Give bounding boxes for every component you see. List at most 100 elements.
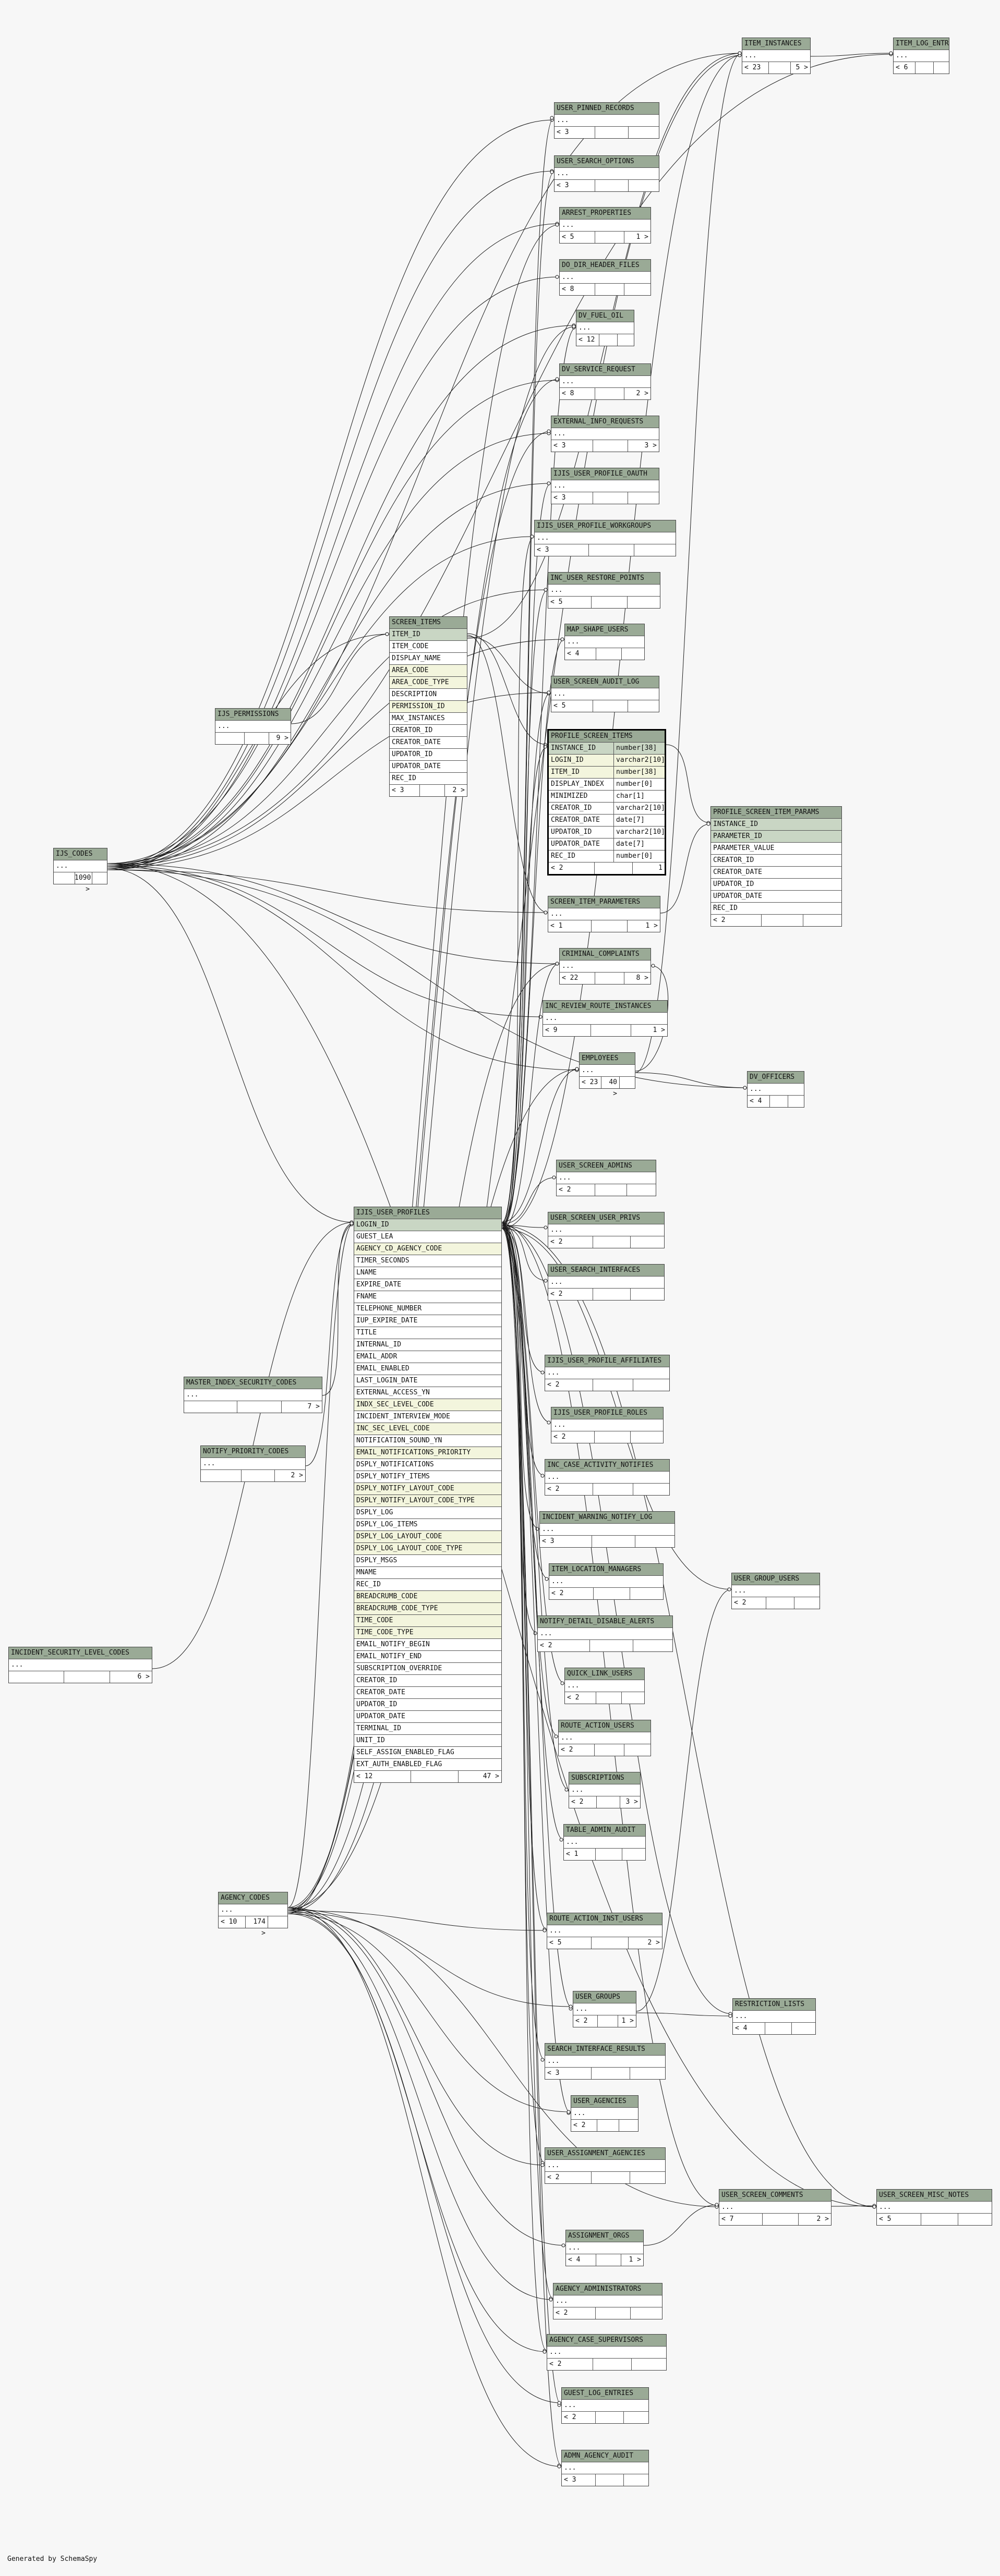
table-title[interactable]: DV_OFFICERS xyxy=(748,1072,804,1083)
table-user-group-users[interactable]: USER_GROUP_USERS...< 2 xyxy=(731,1573,820,1609)
table-agency-administrators[interactable]: AGENCY_ADMINISTRATORS...< 2 xyxy=(553,2283,662,2319)
table-title[interactable]: AGENCY_ADMINISTRATORS xyxy=(553,2283,662,2295)
table-title[interactable]: SUBSCRIPTIONS xyxy=(569,1772,640,1784)
table-restriction-lists[interactable]: RESTRICTION_LISTS...< 4 xyxy=(732,1998,816,2035)
table-item-log-entries[interactable]: ITEM_LOG_ENTRIES...< 6 xyxy=(893,38,949,74)
table-notify-detail-disable-alerts[interactable]: NOTIFY_DETAIL_DISABLE_ALERTS...< 2 xyxy=(537,1615,673,1652)
table-dv-fuel-oil[interactable]: DV_FUEL_OIL...< 12 xyxy=(576,310,634,346)
table-title[interactable]: DO_DIR_HEADER_FILES xyxy=(560,260,650,271)
table-ijs-permissions[interactable]: IJS_PERMISSIONS...9 > xyxy=(215,708,291,745)
table-title[interactable]: USER_GROUP_USERS xyxy=(732,1573,820,1585)
table-incident-security-level-codes[interactable]: INCIDENT_SECURITY_LEVEL_CODES...6 > xyxy=(8,1647,152,1683)
table-incident-warning-notify-log[interactable]: INCIDENT_WARNING_NOTIFY_LOG...< 3 xyxy=(539,1511,675,1548)
table-user-agencies[interactable]: USER_AGENCIES...< 2 xyxy=(571,2095,638,2132)
table-title[interactable]: INC_USER_RESTORE_POINTS xyxy=(548,573,660,584)
table-title[interactable]: MAP_SHAPE_USERS xyxy=(565,624,644,636)
table-title[interactable]: NOTIFY_DETAIL_DISABLE_ALERTS xyxy=(538,1616,672,1627)
table-guest-log-entries[interactable]: GUEST_LOG_ENTRIES...< 2 xyxy=(561,2387,649,2424)
table-title[interactable]: IJIS_USER_PROFILE_WORKGROUPS xyxy=(535,520,676,532)
table-title[interactable]: IJIS_USER_PROFILE_OAUTH xyxy=(551,468,659,480)
table-title[interactable]: USER_SCREEN_MISC_NOTES xyxy=(877,2190,992,2201)
table-user-screen-misc-notes[interactable]: USER_SCREEN_MISC_NOTES...< 5 xyxy=(876,2189,992,2226)
table-table-admin-audit[interactable]: TABLE_ADMIN_AUDIT...< 1 xyxy=(563,1824,646,1861)
table-title[interactable]: USER_SCREEN_COMMENTS xyxy=(719,2190,831,2201)
table-ijis-user-profile-affiliates[interactable]: IJIS_USER_PROFILE_AFFILIATES...< 2 xyxy=(545,1355,670,1391)
table-title[interactable]: ARREST_PROPERTIES xyxy=(560,208,650,219)
table-item-location-managers[interactable]: ITEM_LOCATION_MANAGERS...< 2 xyxy=(549,1563,664,1600)
table-user-search-interfaces[interactable]: USER_SEARCH_INTERFACES...< 2 xyxy=(548,1264,665,1301)
table-title[interactable]: RESTRICTION_LISTS xyxy=(733,1999,815,2010)
table-title[interactable]: QUICK_LINK_USERS xyxy=(565,1668,644,1680)
table-title[interactable]: ASSIGNMENT_ORGS xyxy=(566,2230,643,2242)
table-title[interactable]: AGENCY_CODES xyxy=(219,1892,287,1904)
table-user-pinned-records[interactable]: USER_PINNED_RECORDS...< 3 xyxy=(554,102,659,139)
table-title[interactable]: AGENCY_CASE_SUPERVISORS xyxy=(547,2335,666,2346)
table-title[interactable]: IJIS_USER_PROFILE_ROLES xyxy=(551,1407,663,1419)
table-title[interactable]: ITEM_INSTANCES xyxy=(742,38,810,50)
table-title[interactable]: PROFILE_SCREEN_ITEMS xyxy=(549,731,665,742)
table-title[interactable]: SEARCH_INTERFACE_RESULTS xyxy=(545,2044,665,2055)
table-title[interactable]: GUEST_LOG_ENTRIES xyxy=(562,2388,648,2399)
table-master-index-security-codes[interactable]: MASTER_INDEX_SECURITY_CODES...7 > xyxy=(184,1377,322,1413)
table-inc-user-restore-points[interactable]: INC_USER_RESTORE_POINTS...< 5 xyxy=(548,572,660,609)
table-agency-case-supervisors[interactable]: AGENCY_CASE_SUPERVISORS...< 2 xyxy=(547,2334,667,2371)
table-inc-case-activity-notifies[interactable]: INC_CASE_ACTIVITY_NOTIFIES...< 2 xyxy=(545,1459,670,1496)
table-title[interactable]: USER_SCREEN_AUDIT_LOG xyxy=(551,676,659,688)
table-title[interactable]: INC_REVIEW_ROUTE_INSTANCES xyxy=(543,1001,667,1012)
table-title[interactable]: ADMN_AGENCY_AUDIT xyxy=(562,2450,648,2462)
table-title[interactable]: USER_SEARCH_OPTIONS xyxy=(555,156,659,167)
table-title[interactable]: SCREEN_ITEMS xyxy=(390,617,467,628)
table-title[interactable]: ROUTE_ACTION_USERS xyxy=(559,1720,650,1732)
table-admn-agency-audit[interactable]: ADMN_AGENCY_AUDIT...< 3 xyxy=(561,2450,649,2486)
table-title[interactable]: IJS_PERMISSIONS xyxy=(215,709,291,720)
table-user-search-options[interactable]: USER_SEARCH_OPTIONS...< 3 xyxy=(554,155,659,192)
table-title[interactable]: CRIMINAL_COMPLAINTS xyxy=(560,949,650,960)
table-title[interactable]: USER_ASSIGNMENT_AGENCIES xyxy=(545,2148,665,2159)
table-do-dir-header-files[interactable]: DO_DIR_HEADER_FILES...< 8 xyxy=(559,259,651,296)
table-map-shape-users[interactable]: MAP_SHAPE_USERS...< 4 xyxy=(564,624,645,660)
table-search-interface-results[interactable]: SEARCH_INTERFACE_RESULTS...< 3 xyxy=(545,2043,666,2080)
table-title[interactable]: DV_FUEL_OIL xyxy=(576,310,634,322)
table-title[interactable]: USER_SCREEN_USER_PRIVS xyxy=(548,1212,664,1224)
table-title[interactable]: TABLE_ADMIN_AUDIT xyxy=(564,1825,645,1836)
table-title[interactable]: NOTIFY_PRIORITY_CODES xyxy=(201,1446,305,1457)
table-quick-link-users[interactable]: QUICK_LINK_USERS...< 2 xyxy=(564,1668,645,1704)
table-title[interactable]: EXTERNAL_INFO_REQUESTS xyxy=(551,416,659,428)
table-title[interactable]: INCIDENT_WARNING_NOTIFY_LOG xyxy=(540,1512,674,1523)
table-title[interactable]: IJIS_USER_PROFILE_AFFILIATES xyxy=(545,1355,669,1367)
table-title[interactable]: ROUTE_ACTION_INST_USERS xyxy=(547,1913,662,1925)
table-user-assignment-agencies[interactable]: USER_ASSIGNMENT_AGENCIES...< 2 xyxy=(545,2147,666,2184)
table-title[interactable]: PROFILE_SCREEN_ITEM_PARAMS xyxy=(711,807,841,818)
table-title[interactable]: ITEM_LOCATION_MANAGERS xyxy=(549,1564,663,1575)
table-title[interactable]: IJS_CODES xyxy=(54,848,107,860)
table-title[interactable]: USER_PINNED_RECORDS xyxy=(555,103,659,114)
table-user-screen-audit-log[interactable]: USER_SCREEN_AUDIT_LOG...< 5 xyxy=(551,676,659,712)
table-title[interactable]: MASTER_INDEX_SECURITY_CODES xyxy=(184,1377,322,1389)
table-dv-officers[interactable]: DV_OFFICERS...< 4 xyxy=(747,1071,804,1108)
table-ijis-user-profile-roles[interactable]: IJIS_USER_PROFILE_ROLES...< 2 xyxy=(551,1407,664,1443)
table-ijis-user-profile-workgroups[interactable]: IJIS_USER_PROFILE_WORKGROUPS...< 3 xyxy=(534,520,676,556)
table-ijs-codes[interactable]: IJS_CODES...1090 > xyxy=(53,848,107,893)
table-user-screen-admins[interactable]: USER_SCREEN_ADMINS...< 2 xyxy=(556,1160,656,1196)
table-route-action-users[interactable]: ROUTE_ACTION_USERS...< 2 xyxy=(558,1720,651,1756)
table-title[interactable]: USER_SCREEN_ADMINS xyxy=(557,1160,656,1172)
table-title[interactable]: SCREEN_ITEM_PARAMETERS xyxy=(548,896,660,908)
